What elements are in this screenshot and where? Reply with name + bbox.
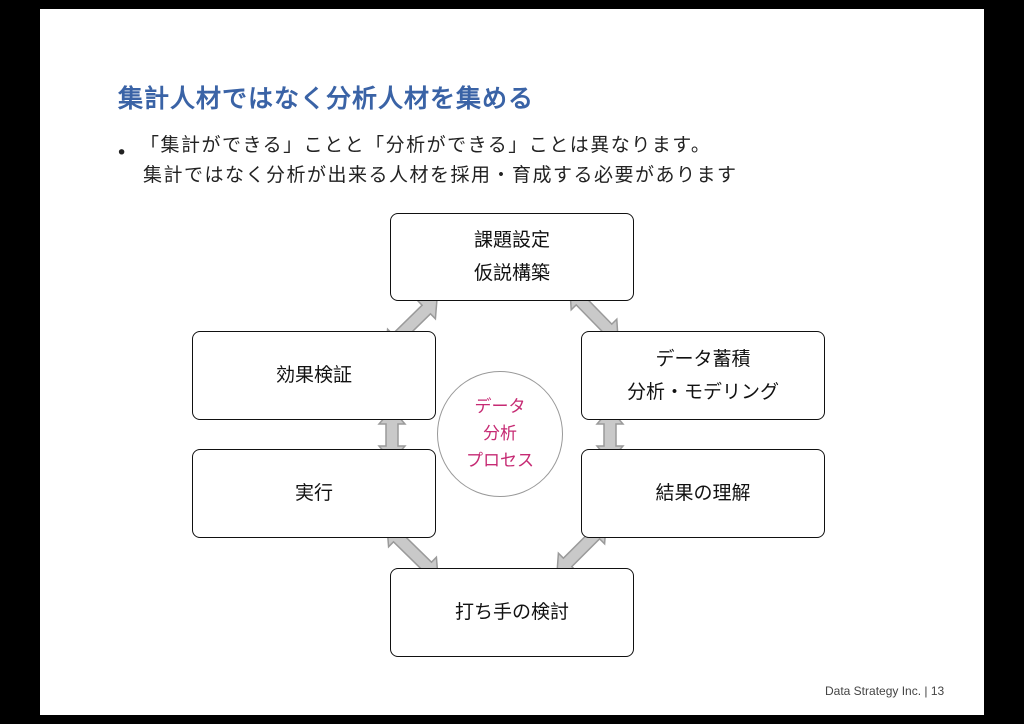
node-label-line: 実行 [294, 482, 333, 504]
node-result-understanding: 結果の理解 [581, 449, 825, 538]
node-label-line: 仮説構築 [473, 262, 550, 284]
node-label-line: 結果の理解 [655, 482, 751, 504]
footer-page-info: Data Strategy Inc. | 13 [825, 684, 945, 698]
center-label-line: 分析 [483, 423, 517, 444]
node-issue-hypothesis: 課題設定 仮説構築 [390, 213, 634, 301]
node-data-accumulation: データ蓄積 分析・モデリング [581, 331, 825, 420]
slide-title: 集計人材ではなく分析人材を集める [118, 84, 535, 113]
slide: 集計人材ではなく分析人材を集める • 「集計ができる」ことと「分析ができる」こと… [40, 9, 984, 715]
center-circle-data-analysis-process: データ 分析 プロセス [437, 371, 563, 497]
center-label-line: プロセス [466, 450, 534, 471]
node-effect-verification: 効果検証 [192, 331, 436, 420]
bullet-icon: • [116, 142, 128, 164]
node-label-line: 課題設定 [473, 229, 550, 251]
center-label-line: データ [474, 396, 526, 417]
bullet-text-line-2: 集計ではなく分析が出来る人材を採用・育成する必要があります [143, 164, 738, 186]
node-label-line: データ蓄積 [655, 347, 751, 370]
bullet-text-line-1: 「集計ができる」ことと「分析ができる」ことは異なります。 [140, 134, 712, 156]
node-execution: 実行 [192, 449, 436, 538]
node-label-line: 打ち手の検討 [454, 601, 569, 623]
node-action-planning: 打ち手の検討 [390, 568, 634, 657]
node-label-line: 分析・モデリング [626, 380, 779, 403]
node-label-line: 効果検証 [275, 364, 352, 386]
